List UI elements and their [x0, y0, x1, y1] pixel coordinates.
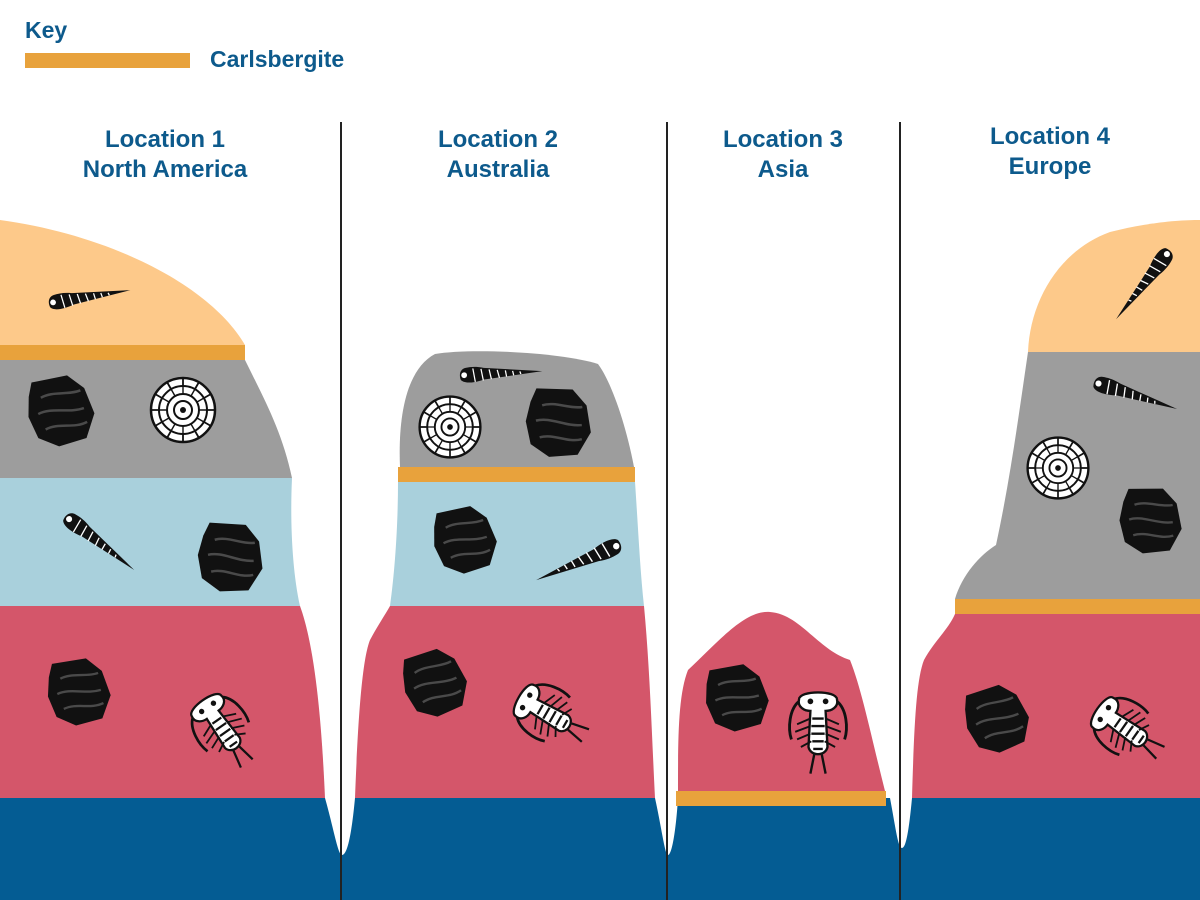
carlsbergite-swatch [25, 53, 190, 68]
ammonite-fossil-icon [149, 376, 217, 444]
location-3-subtitle: Asia [758, 156, 809, 183]
location-2-strata [355, 351, 655, 798]
location-3-strata [676, 611, 886, 806]
location-2-red-layer [355, 606, 655, 798]
ammonite-fossil-icon [418, 395, 482, 459]
column-titles: Location 1 North America Location 2 Aust… [83, 123, 1111, 183]
location-2-subtitle: Australia [447, 156, 550, 183]
column-dividers [340, 122, 901, 900]
location-4-title: Location 4 [990, 123, 1111, 150]
location-3-carlsbergite-band [676, 791, 886, 806]
location-1-subtitle: North America [83, 156, 248, 183]
location-3-title: Location 3 [723, 126, 843, 153]
location-4-carlsbergite-band [955, 599, 1200, 614]
location-2-carlsbergite-band [398, 467, 635, 482]
location-4-top-layer [1028, 220, 1200, 352]
key: Key Carlsbergite [25, 17, 344, 72]
location-2-title: Location 2 [438, 126, 558, 153]
location-1-carlsbergite-band [0, 345, 245, 360]
carlsbergite-label: Carlsbergite [210, 46, 344, 72]
ammonite-fossil-icon [1026, 436, 1090, 500]
location-4-strata [912, 220, 1200, 798]
location-1-red-layer [0, 606, 325, 798]
location-4-red-layer [912, 614, 1200, 798]
location-1-strata [0, 220, 325, 798]
base-layer [0, 798, 1200, 900]
key-title: Key [25, 17, 67, 43]
location-4-subtitle: Europe [1009, 153, 1092, 180]
location-1-title: Location 1 [105, 126, 225, 153]
location-1-top-layer [0, 220, 245, 345]
